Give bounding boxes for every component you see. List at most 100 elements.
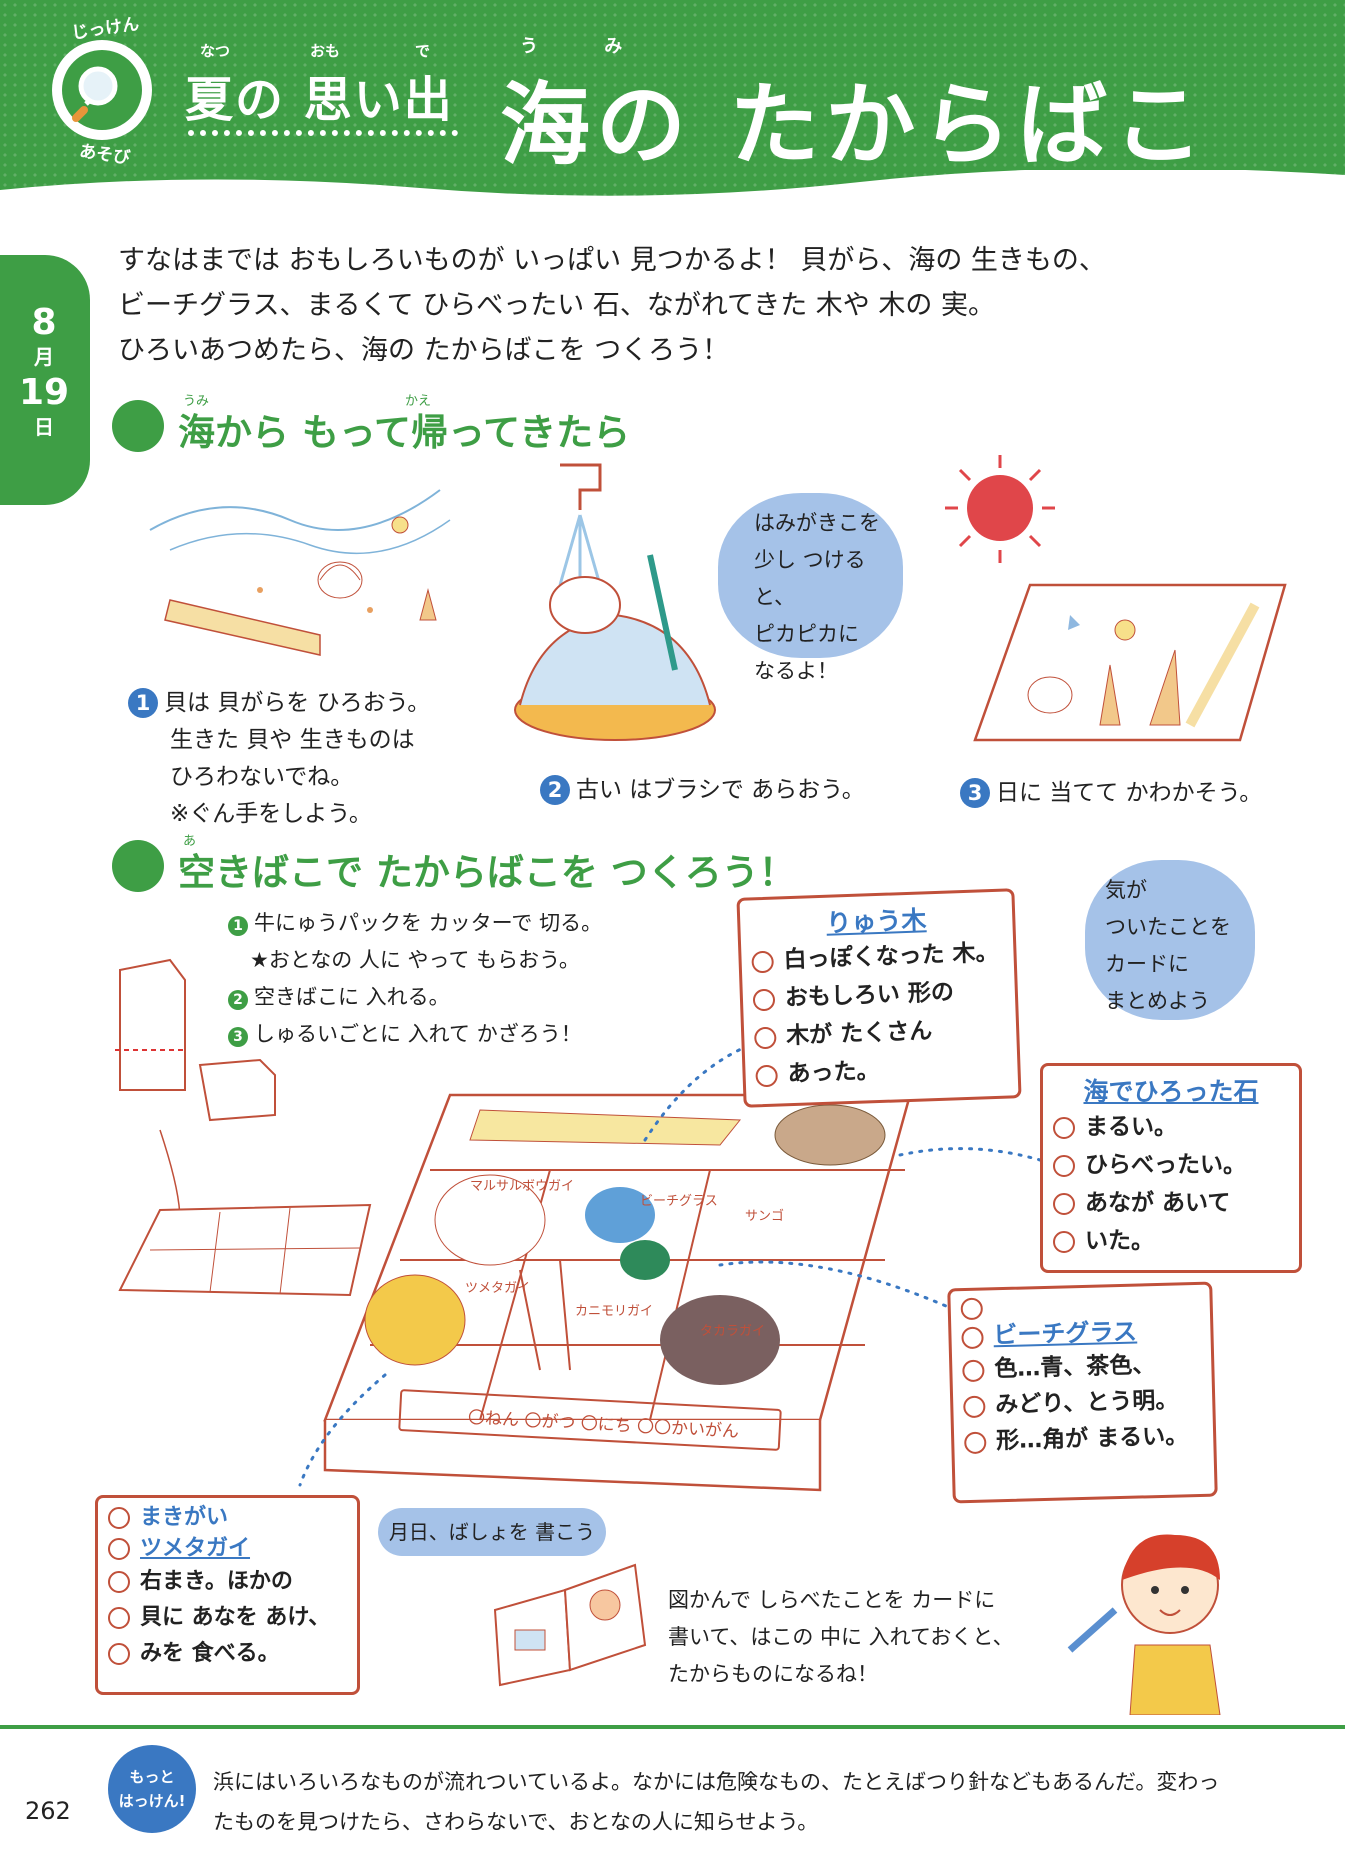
intro-text: すなはまでは おもしろいものが いっぱい 見つかるよ！ 貝がら、海の 生きもの、… bbox=[118, 238, 1268, 373]
card-bullet bbox=[755, 1064, 779, 1087]
card-bullet bbox=[1053, 1154, 1075, 1177]
motto-line-2: はっけん! bbox=[118, 1792, 186, 1810]
card-stone-row-2: ひらべったい。 bbox=[1053, 1146, 1289, 1184]
footer-note-line-1: 浜にはいろいろなものが流れついているよ。なかには危険なもの、たとえばつり針なども… bbox=[213, 1770, 1220, 1794]
s2-step-2: 2 空きばこに 入れる。 bbox=[228, 979, 648, 1016]
section2-title: 空きばこで たからばこを つくろう！ bbox=[178, 851, 796, 894]
magnifier-icon bbox=[72, 66, 118, 122]
card-bullet bbox=[963, 1395, 986, 1418]
date-month-label: 月 bbox=[34, 345, 54, 369]
zukan-line-3: たからものになるね！ bbox=[668, 1662, 878, 1686]
s2-step3-number: 3 bbox=[228, 1027, 248, 1047]
card-glass-text-3: 色…青、茶色、 bbox=[994, 1352, 1156, 1383]
s2-step1-number: 1 bbox=[228, 916, 248, 936]
card-glass-text-5: 形…角が まるい。 bbox=[995, 1423, 1189, 1455]
card-bullet bbox=[960, 1297, 984, 1320]
card-stone-text-1: まるい。 bbox=[1085, 1114, 1177, 1140]
boy-illustration bbox=[1067, 1534, 1221, 1715]
intro-line-3: ひろいあつめたら、海の たからばこを つくろう！ bbox=[118, 335, 730, 366]
card-shell-title-1: まきがい bbox=[140, 1505, 229, 1530]
card-stone-text-3: あなが あいて bbox=[1085, 1190, 1231, 1216]
card-bullet bbox=[108, 1643, 130, 1665]
card-bullet bbox=[108, 1607, 130, 1629]
card-shell-text-4: 貝に あなを あけ、 bbox=[140, 1605, 331, 1630]
card-glass-title: ビーチグラス bbox=[993, 1317, 1138, 1350]
card-bullet bbox=[1053, 1116, 1075, 1139]
card-tip-line-3: カードに bbox=[1105, 952, 1189, 976]
s2-step3-text: しゅるいごとに 入れて かざろう！ bbox=[254, 1022, 582, 1046]
ruby-omo: おも bbox=[310, 42, 341, 60]
box-label-6: タカラガイ bbox=[700, 1324, 766, 1339]
date-month: 8 bbox=[31, 302, 57, 343]
card-bullet bbox=[108, 1571, 130, 1593]
ruby-de: で bbox=[415, 42, 431, 60]
step1-text-2: 生きた 貝や 生きものは bbox=[170, 727, 415, 753]
card-bullet bbox=[961, 1326, 984, 1349]
section2-ruby-a: あ bbox=[183, 834, 197, 849]
footer-note: 浜にはいろいろなものが流れついているよ。なかには危険なもの、たとえばつり針なども… bbox=[213, 1762, 1323, 1842]
card-bullet bbox=[1053, 1192, 1075, 1215]
step2-text: 古い はブラシで あらおう。 bbox=[576, 777, 865, 803]
header-banner bbox=[0, 0, 1345, 215]
s2-step2-number: 2 bbox=[228, 990, 248, 1010]
step2-number: 2 bbox=[540, 775, 570, 805]
washing-shell-illustration bbox=[514, 463, 716, 741]
bubble-line-1: はみがきこを bbox=[754, 511, 880, 535]
milk-carton-sketch bbox=[115, 958, 372, 1297]
card-driftwood-text-3: 木が たくさん bbox=[785, 1018, 933, 1050]
ruby-umi: う み bbox=[520, 36, 653, 57]
card-stone-title: 海でひろった石 bbox=[1083, 1077, 1259, 1106]
card-shell-text-3: 右まき。ほかの bbox=[140, 1569, 293, 1594]
card-beach-glass: ビーチグラス 色…青、茶色、 みどり、とう明。 形…角が まるい。 bbox=[947, 1281, 1218, 1504]
card-stone-row-1: まるい。 bbox=[1053, 1108, 1289, 1146]
header-wave-decoration bbox=[0, 170, 1345, 250]
s2-step2-text: 空きばこに 入れる。 bbox=[254, 985, 450, 1009]
open-book-illustration bbox=[493, 1563, 647, 1687]
date-place-bubble: 月日、ばしょを 書こう bbox=[378, 1508, 606, 1556]
bubble-line-4: なるよ！ bbox=[754, 659, 838, 683]
s2-step1-text: 牛にゅうパックを カッターで 切る。 bbox=[254, 911, 603, 935]
footer-divider bbox=[0, 1725, 1345, 1729]
card-shell-title-2: ツメタガイ bbox=[140, 1536, 251, 1561]
zukan-line-1: 図かんで しらべたことを カードに bbox=[668, 1588, 996, 1612]
card-shell-row-2: ツメタガイ bbox=[108, 1533, 347, 1564]
card-shell-row-5: みを 食べる。 bbox=[108, 1636, 347, 1672]
card-bullet bbox=[962, 1359, 985, 1382]
section1-title: 海から もって帰ってきたら bbox=[178, 411, 631, 454]
page-number: 262 bbox=[25, 1797, 71, 1825]
section1-ruby-kae: かえ bbox=[405, 394, 432, 409]
date-tab bbox=[0, 255, 90, 505]
section1-ruby-umi: うみ bbox=[183, 394, 210, 409]
card-glass-row-3: 色…青、茶色、 bbox=[962, 1346, 1202, 1388]
step1-number: 1 bbox=[128, 688, 158, 718]
zukan-line-2: 書いて、はこの 中に 入れておくと、 bbox=[668, 1625, 1014, 1649]
card-shell-row-3: 右まき。ほかの bbox=[108, 1564, 347, 1600]
card-stone-text-2: ひらべったい。 bbox=[1085, 1152, 1246, 1178]
page-title: 海の たからばこ bbox=[500, 73, 1210, 178]
s2-step-1: 1 牛にゅうパックを カッターで 切る。 bbox=[228, 905, 648, 942]
card-shell-row-1: まきがい bbox=[108, 1502, 347, 1533]
sun-illustration bbox=[945, 455, 1055, 563]
motto-line-1: もっと bbox=[129, 1768, 175, 1786]
card-bullet bbox=[963, 1431, 987, 1454]
card-bullet bbox=[752, 988, 776, 1011]
card-bullet bbox=[753, 1026, 777, 1049]
card-driftwood-row-4: あった。 bbox=[755, 1048, 1008, 1095]
box-label-2: ビーチグラス bbox=[640, 1194, 718, 1209]
card-driftwood-text-2: おもしろい 形の bbox=[784, 979, 955, 1012]
s2-step-3: 3 しゅるいごとに 入れて かざろう！ bbox=[228, 1016, 648, 1053]
box-label-5: カニモリガイ bbox=[575, 1304, 654, 1319]
card-bullet bbox=[108, 1506, 130, 1529]
step3-text: 日に 当てて かわかそう。 bbox=[996, 780, 1263, 806]
card-shell-row-4: 貝に あなを あけ、 bbox=[108, 1600, 347, 1636]
card-driftwood-text-1: 白っぽくなった 木。 bbox=[783, 939, 999, 974]
box-label-1: マルサルボウガイ bbox=[470, 1179, 575, 1194]
motto-badge: もっと はっけん! bbox=[108, 1745, 196, 1833]
card-tip-line-2: ついたことを bbox=[1105, 915, 1231, 939]
date-day: 19 bbox=[18, 372, 70, 413]
card-stone-row-3: あなが あいて bbox=[1053, 1184, 1289, 1222]
card-bullet bbox=[751, 950, 775, 973]
